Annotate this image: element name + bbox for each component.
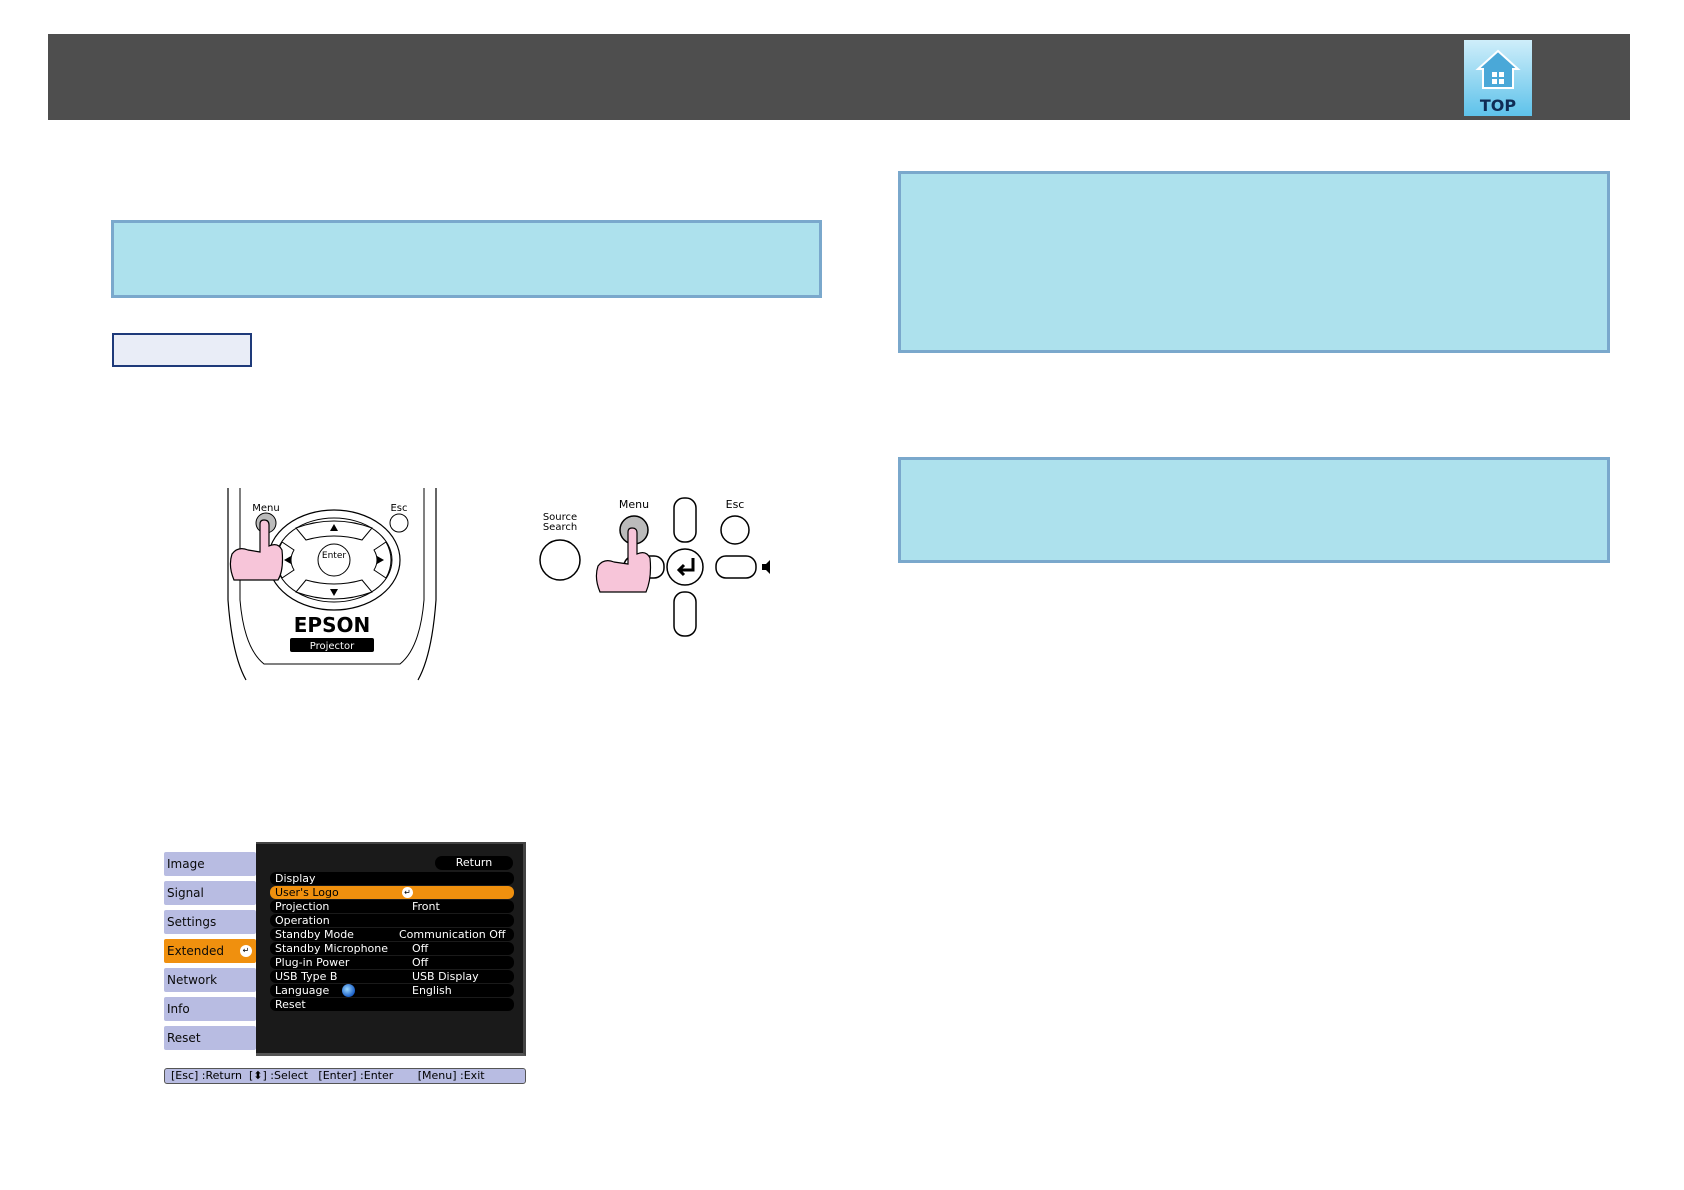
pointing-hand-icon <box>229 519 284 581</box>
osd-row-standby-microphone[interactable]: Standby Microphone Off <box>270 942 514 955</box>
remote-enter-label: Enter <box>322 551 346 561</box>
osd-row-reset[interactable]: Reset <box>270 998 514 1011</box>
note-box-right-bottom <box>898 457 1610 563</box>
panel-enter-button <box>666 548 704 586</box>
panel-up-button <box>673 497 697 543</box>
osd-tab-settings[interactable]: Settings <box>164 910 256 934</box>
osd-row-display[interactable]: Display <box>270 872 514 885</box>
osd-footer-help: [Esc] :Return [⬍] :Select [Enter] :Enter… <box>164 1068 526 1084</box>
osd-main-panel: Return Display User's Logo ↵ Projection … <box>256 842 526 1056</box>
enter-icon: ↵ <box>240 945 252 957</box>
osd-tab-reset[interactable]: Reset <box>164 1026 256 1050</box>
osd-tab-signal[interactable]: Signal <box>164 881 256 905</box>
osd-row-language[interactable]: Language English <box>270 984 514 997</box>
panel-source-search-button <box>539 539 581 581</box>
note-box-right-top <box>898 171 1610 353</box>
osd-row-usb-type-b[interactable]: USB Type B USB Display <box>270 970 514 983</box>
osd-tab-image[interactable]: Image <box>164 852 256 876</box>
osd-row-projection[interactable]: Projection Front <box>270 900 514 913</box>
osd-row-plug-in-power[interactable]: Plug-in Power Off <box>270 956 514 969</box>
remote-esc-button <box>389 513 409 533</box>
enter-arrow-icon <box>676 558 695 577</box>
remote-control-illustration: Enter Menu Esc EPSON Projector <box>227 488 437 681</box>
home-icon <box>1475 49 1521 89</box>
top-label: TOP <box>1479 96 1517 115</box>
panel-source-search-label-2: Search <box>543 522 577 533</box>
top-button[interactable]: TOP <box>1464 40 1532 116</box>
remote-brand-label: EPSON <box>294 613 370 637</box>
globe-icon <box>342 984 355 997</box>
panel-right-button <box>715 555 757 579</box>
remote-menu-label: Menu <box>252 503 279 514</box>
remote-enter-button <box>317 543 351 577</box>
osd-tab-info[interactable]: Info <box>164 997 256 1021</box>
panel-esc-label: Esc <box>726 498 745 511</box>
osd-row-standby-mode[interactable]: Standby Mode Communication Off <box>270 928 514 941</box>
pointing-hand-icon-2 <box>595 527 652 593</box>
panel-source-search-label-1: Source <box>543 512 577 523</box>
remote-model-label: Projector <box>310 641 355 652</box>
procedure-label-box <box>112 333 252 367</box>
volume-icon <box>762 560 770 574</box>
enter-icon: ↵ <box>402 887 413 898</box>
osd-menu: Image Signal Settings Extended ↵ Network… <box>162 840 528 1086</box>
osd-row-operation[interactable]: Operation <box>270 914 514 927</box>
osd-row-users-logo[interactable]: User's Logo ↵ <box>270 886 514 899</box>
panel-down-button <box>673 591 697 637</box>
note-box-left <box>111 220 822 298</box>
panel-esc-button <box>720 515 750 545</box>
osd-tab-extended[interactable]: Extended ↵ <box>164 939 256 963</box>
control-panel-illustration: Source Search Menu Esc <box>539 497 770 637</box>
remote-esc-label: Esc <box>390 503 407 514</box>
osd-tab-network[interactable]: Network <box>164 968 256 992</box>
panel-menu-label: Menu <box>619 498 649 511</box>
osd-return-button[interactable]: Return <box>435 856 513 870</box>
header-bar <box>48 34 1630 120</box>
